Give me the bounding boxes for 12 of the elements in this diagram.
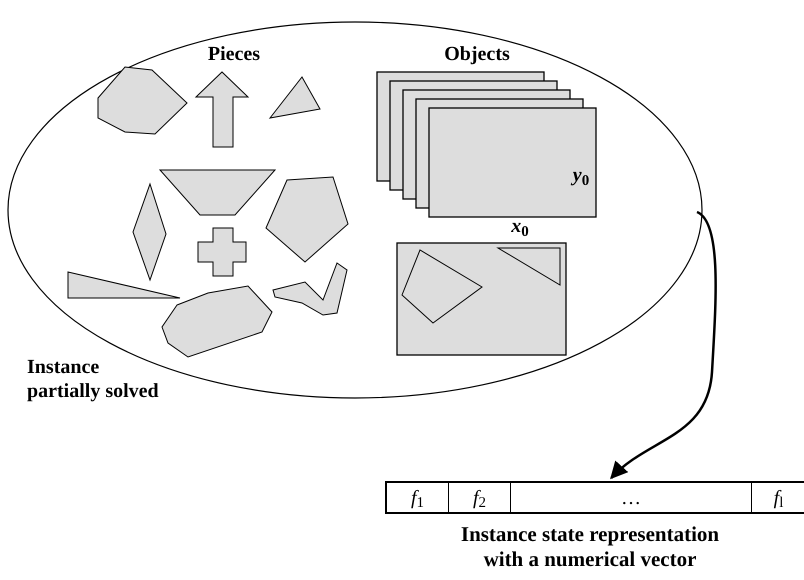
vector-cell: … xyxy=(511,483,752,512)
curved-arrow xyxy=(610,210,717,480)
vector-cell: f$_{l}$ xyxy=(752,483,804,512)
instance-caption: Instance partially solved xyxy=(27,355,160,403)
vector-cell: f$_{1}$ xyxy=(387,483,449,512)
section-heading: Objects xyxy=(443,44,511,64)
vector-cell: f$_{2}$ xyxy=(449,483,511,512)
feature-vector xyxy=(385,481,804,514)
vector-caption: Instance state representation with a numerical vector xyxy=(460,522,720,572)
section-heading: Pieces xyxy=(206,44,262,64)
axis-label: y$_{0}$ xyxy=(570,165,590,185)
axis-label: x$_{0}$ xyxy=(510,216,530,236)
